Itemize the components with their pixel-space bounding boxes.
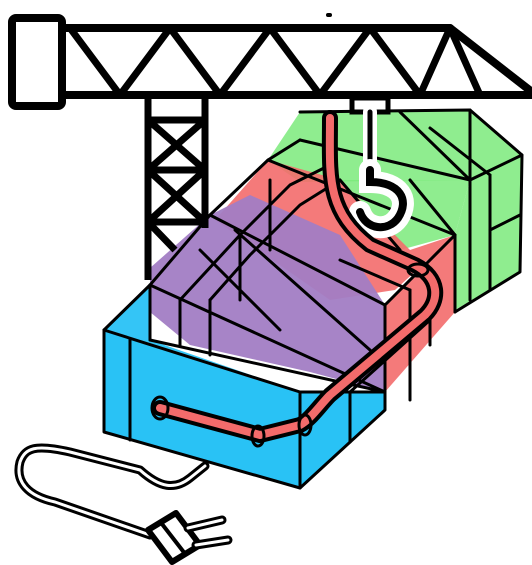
blue-block-face <box>104 330 300 488</box>
crane-counterweight <box>8 14 66 110</box>
plug-icon <box>145 510 233 565</box>
crane-tower <box>144 99 209 280</box>
internal-cable <box>150 110 444 448</box>
red-block-top <box>215 160 455 300</box>
cable-core <box>156 114 440 439</box>
power-cord <box>14 443 210 540</box>
crane-jib-tip <box>446 24 532 96</box>
block-wireframe <box>102 108 524 490</box>
crane <box>8 13 532 280</box>
crane-jib-lattice <box>67 24 484 99</box>
